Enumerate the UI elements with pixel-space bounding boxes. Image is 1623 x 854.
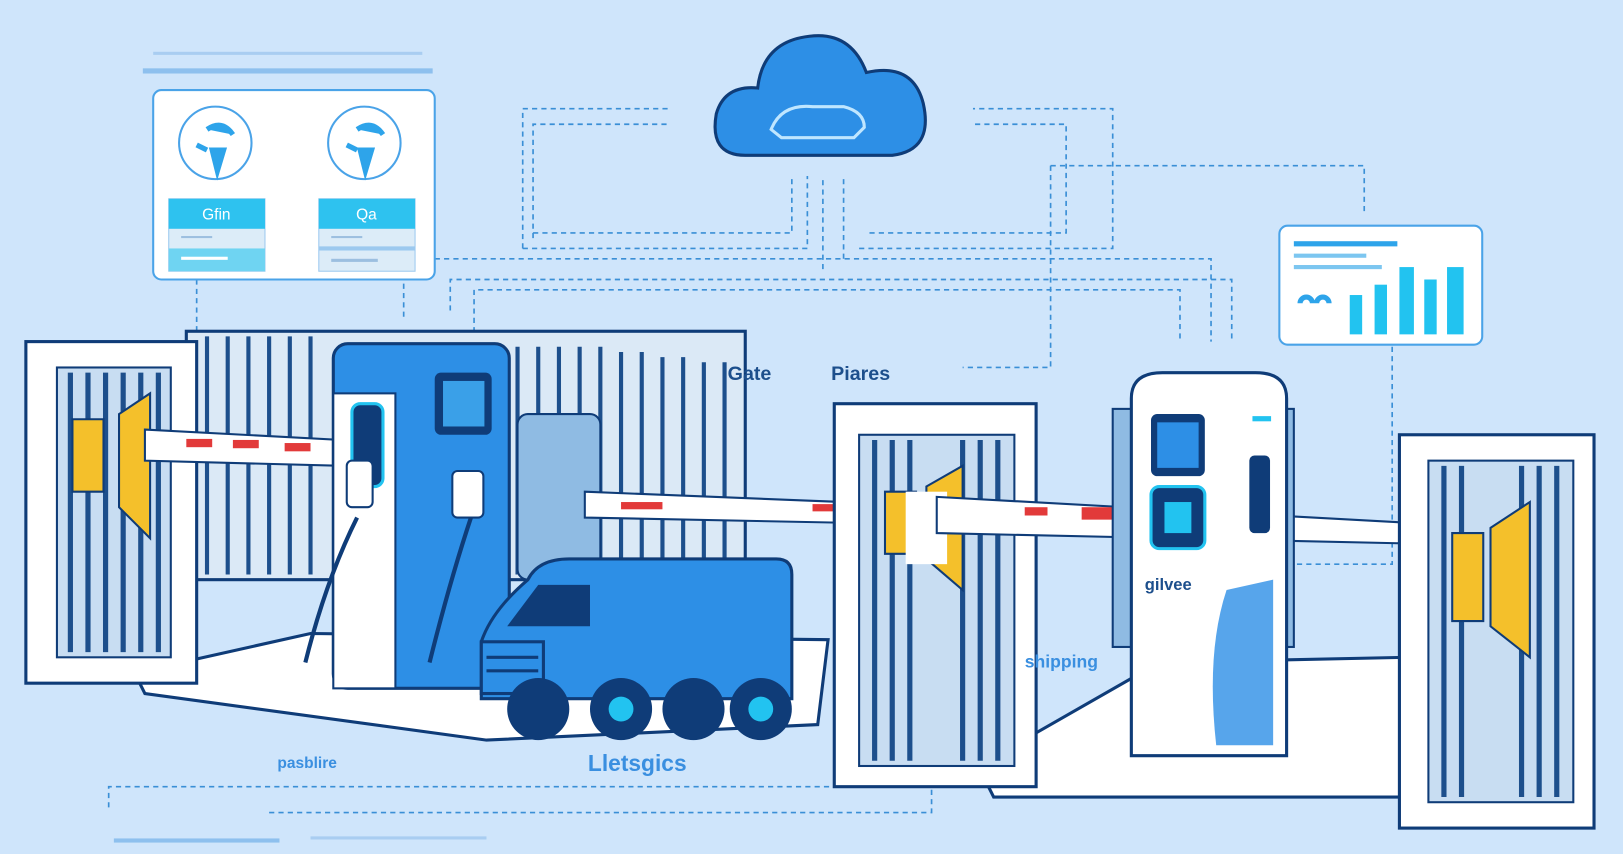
bar xyxy=(1374,284,1388,335)
delivery-van xyxy=(479,557,794,741)
bar xyxy=(1424,279,1437,335)
footer-line xyxy=(113,838,280,843)
ev-charger-left xyxy=(303,342,511,690)
piares-label: Piares xyxy=(831,363,890,385)
barrier-arm xyxy=(143,428,343,467)
gate-middle xyxy=(832,402,1038,789)
analytics-panel xyxy=(1278,224,1484,346)
robot-arm-icon xyxy=(178,105,253,181)
logistics-label: Lletsgics xyxy=(588,750,687,776)
gate-label: Gate xyxy=(728,363,772,385)
ev-charger-right: gilvee xyxy=(1111,371,1295,758)
header-lines xyxy=(142,51,433,74)
bar xyxy=(1349,295,1363,335)
cloud-icon xyxy=(713,34,927,157)
info-card-left[interactable]: Gfin xyxy=(168,198,266,272)
footer-line xyxy=(310,836,487,840)
info-card-right[interactable]: Qa xyxy=(318,198,416,272)
gate-right xyxy=(1397,433,1596,830)
card-title: Gfin xyxy=(202,206,230,223)
passblire-label: pasblire xyxy=(277,755,337,772)
shipping-label: shipping xyxy=(1025,652,1098,672)
barrier-arm xyxy=(583,490,845,524)
bar xyxy=(1447,267,1464,335)
app-panel: Gfin Qa xyxy=(152,89,436,281)
gate-left xyxy=(24,340,199,685)
charging-cable xyxy=(303,516,473,663)
barrier-motor xyxy=(71,391,152,541)
card-title: Qa xyxy=(356,206,377,223)
bar xyxy=(1399,267,1414,335)
car-icon xyxy=(769,104,866,140)
charger-brand: gilvee xyxy=(1145,575,1192,594)
robot-arm-icon xyxy=(327,105,402,181)
